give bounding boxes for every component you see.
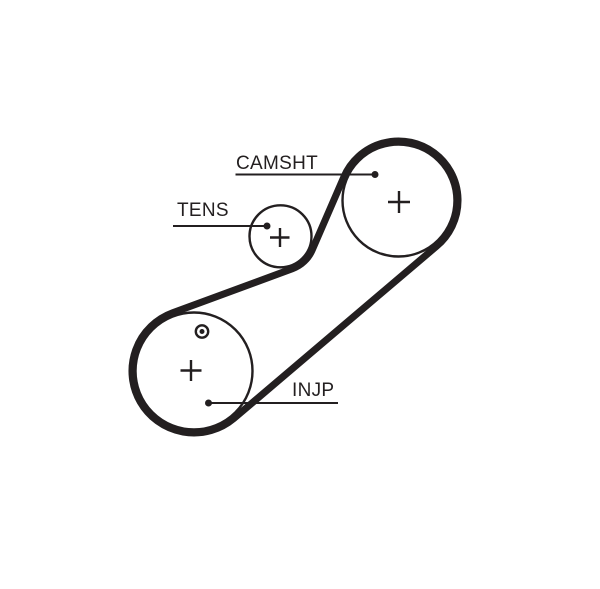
tensioner-center-cross-icon (270, 228, 290, 247)
camshaft-leader-dot (371, 171, 379, 178)
injection-pump-timing-mark-icon (194, 324, 210, 339)
tensioner-leader (173, 222, 271, 230)
tensioner-leader-dot (263, 222, 271, 230)
camshaft-leader (235, 171, 379, 178)
injection-pump-leader-dot (205, 399, 212, 407)
camshaft-center-cross-icon (388, 191, 410, 213)
injection-pump-label: INJP (292, 380, 335, 401)
camshaft-label: CAMSHT (236, 153, 319, 174)
timing-belt (128, 137, 462, 437)
tensioner-label: TENS (177, 200, 229, 221)
injection-pump-center-cross-icon (180, 360, 202, 381)
injection-pump-leader (205, 399, 338, 407)
